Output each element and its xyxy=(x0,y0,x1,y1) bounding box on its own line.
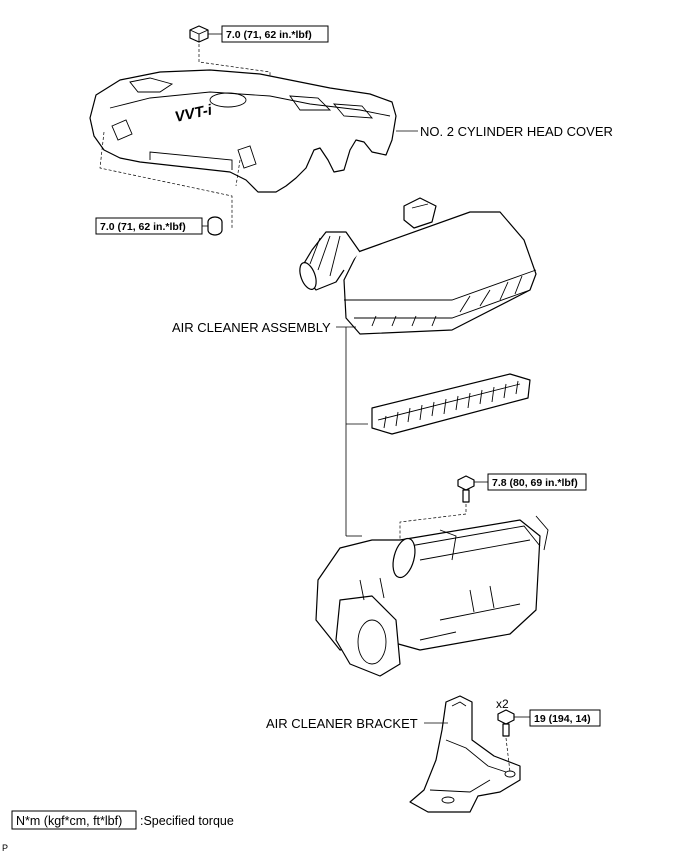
legend-unit-box: N*m (kgf*cm, ft*lbf) xyxy=(16,814,122,828)
cylinder-head-cover: VVT-i xyxy=(89,69,397,193)
torque-bracket-bolt-text: 19 (194, 14) xyxy=(534,713,591,725)
air-filter-element xyxy=(371,373,531,435)
label-air-cleaner-bracket: AIR CLEANER BRACKET xyxy=(266,716,418,731)
torque-box-cover-lower: 7.0 (71, 62 in.*lbf) xyxy=(95,217,203,235)
legend-description: :Specified torque xyxy=(140,814,234,828)
cover-nut-top xyxy=(189,25,209,43)
torque-box-cover-top: 7.0 (71, 62 in.*lbf) xyxy=(221,25,329,43)
torque-cover-lower-text: 7.0 (71, 62 in.*lbf) xyxy=(100,221,186,233)
air-cleaner-bracket xyxy=(409,695,521,813)
air-cleaner-cap xyxy=(299,197,537,335)
legend: N*m (kgf*cm, ft*lbf) :Specified torque xyxy=(11,810,234,830)
air-cleaner-case xyxy=(315,515,549,677)
corner-letter: P xyxy=(2,843,8,853)
case-bolt xyxy=(457,475,475,503)
torque-box-bracket-bolt: 19 (194, 14) xyxy=(529,709,601,727)
bracket-bolt xyxy=(497,709,515,737)
cover-nut-lower xyxy=(207,216,223,236)
torque-case-bolt-text: 7.8 (80, 69 in.*lbf) xyxy=(492,477,578,489)
torque-cover-top-text: 7.0 (71, 62 in.*lbf) xyxy=(226,29,312,41)
label-cylinder-head-cover: NO. 2 CYLINDER HEAD COVER xyxy=(420,124,613,139)
bolt-count: x2 xyxy=(496,697,509,711)
torque-box-case-bolt: 7.8 (80, 69 in.*lbf) xyxy=(487,473,587,491)
label-air-cleaner-assembly: AIR CLEANER ASSEMBLY xyxy=(172,320,331,335)
